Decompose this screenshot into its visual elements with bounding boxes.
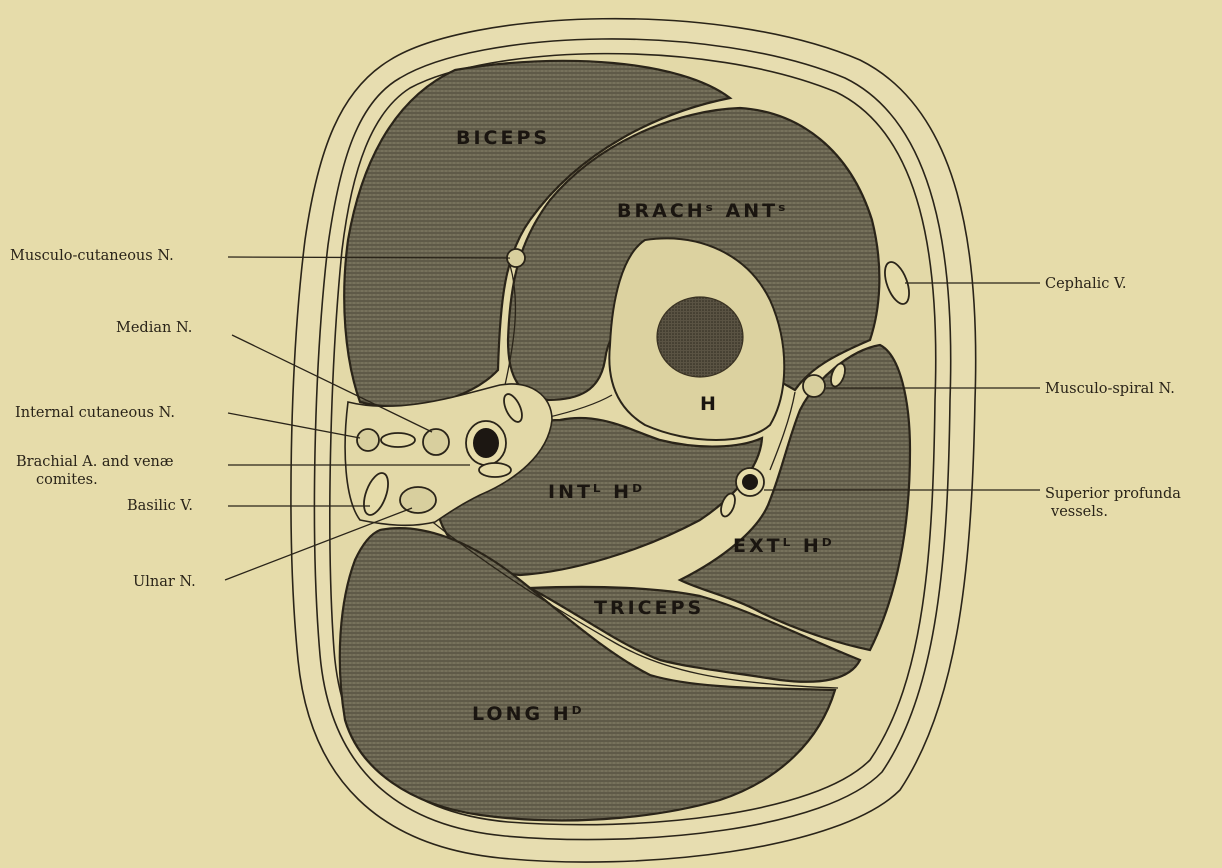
callout-ulnar: Ulnar N.	[133, 574, 196, 590]
callout-internal-cutaneous: Internal cutaneous N.	[15, 405, 175, 421]
label-external-head: EXTᴸ Hᴰ	[733, 535, 835, 557]
callout-basilic: Basilic V.	[127, 498, 193, 514]
callout-musculo-spiral: Musculo-spiral N.	[1045, 381, 1175, 397]
ulnar-nerve	[400, 487, 436, 513]
profunda-artery-lumen	[742, 474, 758, 490]
callout-profunda-line1: Superior profunda	[1045, 486, 1181, 502]
callout-brachial-line2: comites.	[36, 472, 98, 488]
musculo-spiral-nerve	[803, 375, 825, 397]
callout-median: Median N.	[116, 320, 192, 336]
callout-profunda-line2: vessels.	[1050, 504, 1108, 520]
median-nerve	[423, 429, 449, 455]
label-humerus: H	[700, 393, 719, 415]
callout-musculo-cutaneous: Musculo-cutaneous N.	[10, 248, 174, 264]
label-internal-head: INTᴸ Hᴰ	[548, 481, 645, 503]
vena-comes-1	[381, 433, 415, 447]
label-brachialis: BRACHˢ ANTˢ	[617, 200, 788, 222]
bone-marrow	[657, 297, 743, 377]
internal-cutaneous-nerve	[357, 429, 379, 451]
callout-brachial-line1: Brachial A. and venæ	[16, 454, 174, 470]
label-triceps: TRICEPS	[594, 597, 704, 619]
label-long-head: LONG Hᴰ	[472, 703, 585, 725]
vena-comes-2	[479, 463, 511, 477]
label-biceps: BICEPS	[456, 127, 550, 149]
brachial-artery-lumen	[473, 428, 499, 458]
callout-cephalic: Cephalic V.	[1045, 276, 1127, 292]
